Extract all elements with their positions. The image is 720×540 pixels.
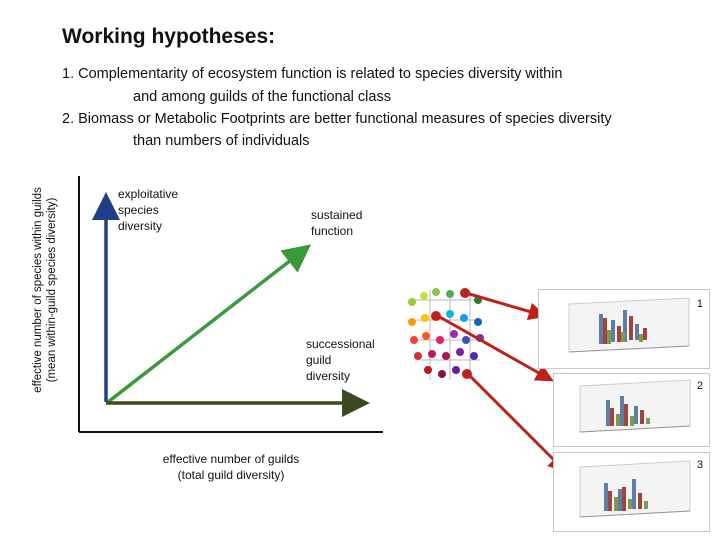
result-panel-3: 3 xyxy=(553,452,710,532)
vertical-arrow-label: exploitative species diversity xyxy=(118,186,178,234)
horizontal-arrow-label-line-2: guild xyxy=(306,353,332,367)
vertical-arrow-label-line-1: exploitative xyxy=(118,187,179,201)
panel-3-thumbnail xyxy=(579,460,691,518)
panel-3-number: 3 xyxy=(696,459,703,471)
x-axis-label-line-2: (total guild diversity) xyxy=(177,468,285,482)
result-panel-1: 1 xyxy=(538,289,710,369)
diagonal-arrow-label-line-2: function xyxy=(311,224,354,238)
connector-arrow-2 xyxy=(437,314,554,382)
hypothesis-2-line-1: 2. Biomass or Metabolic Footprints are b… xyxy=(62,111,612,127)
hypothesis-2-line-2: than numbers of individuals xyxy=(133,133,310,149)
horizontal-arrow-label-line-3: diversity xyxy=(306,369,351,383)
slide-title: Working hypotheses: xyxy=(62,25,276,48)
diagonal-arrow-label-line-1: sustained xyxy=(311,208,363,222)
horizontal-arrow-label-line-1: successional xyxy=(306,337,375,351)
vertical-arrow-label-line-2: species xyxy=(118,203,159,217)
panel-1-number: 1 xyxy=(696,298,703,310)
guild-lattice xyxy=(408,288,485,380)
hypothesis-1-line-2: and among guilds of the functional class xyxy=(133,89,391,105)
diagonal-arrow xyxy=(106,244,312,404)
hypothesis-1-line-1: 1. Complementarity of ecosystem function… xyxy=(62,66,563,82)
horizontal-arrow-label: successional guild diversity xyxy=(306,336,375,384)
vertical-arrow-label-line-3: diversity xyxy=(118,219,163,233)
result-panel-2: 2 xyxy=(553,373,710,447)
x-axis-label: effective number of guilds (total guild … xyxy=(155,451,307,483)
x-axis-label-line-1: effective number of guilds xyxy=(162,452,300,466)
connector-arrow-3 xyxy=(466,372,567,473)
panel-2-thumbnail xyxy=(579,379,691,433)
connector-arrow-1 xyxy=(465,291,547,321)
panel-2-number: 2 xyxy=(696,380,703,392)
diagonal-arrow-label: sustained function xyxy=(311,207,362,239)
panel-1-thumbnail xyxy=(568,297,690,353)
